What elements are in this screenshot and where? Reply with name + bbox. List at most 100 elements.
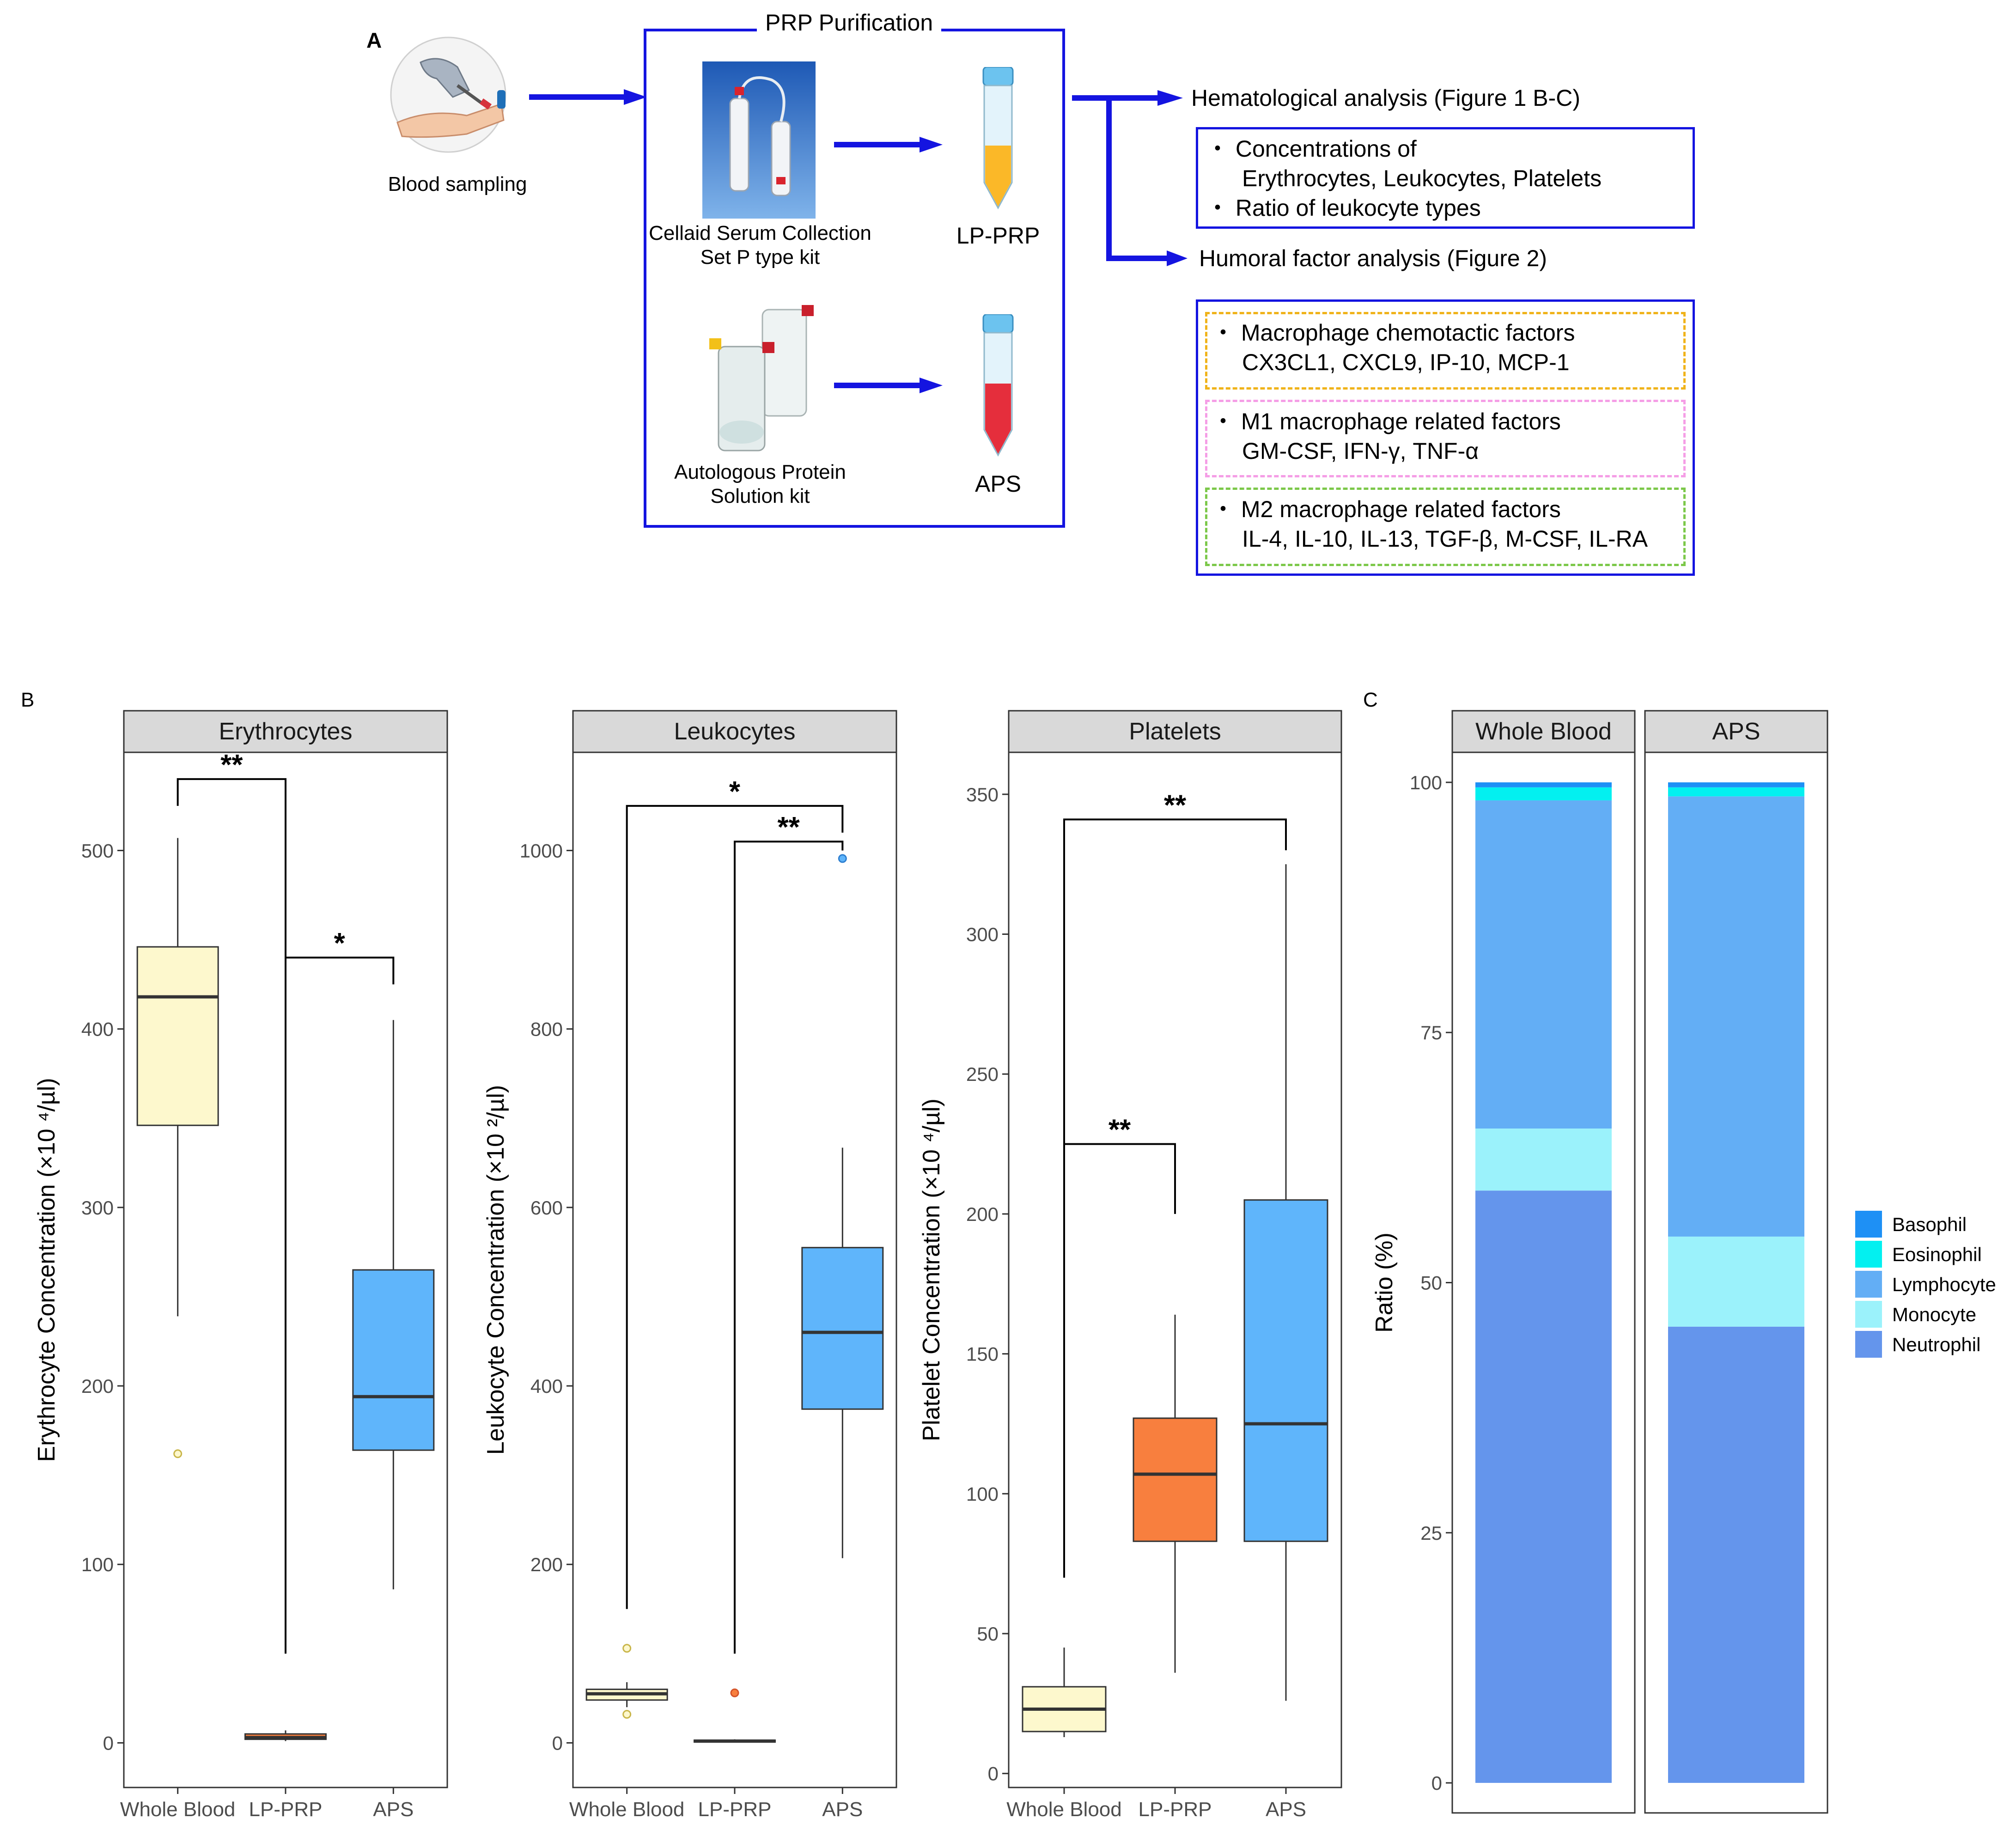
y-tick-label: 0 xyxy=(552,1732,563,1754)
significance-label: ** xyxy=(1108,1114,1131,1146)
y-tick-label: 50 xyxy=(1420,1272,1442,1294)
group-m1-box xyxy=(1205,400,1686,477)
bar-segment-eosinophil xyxy=(1475,787,1612,800)
facet-strip-label: Platelets xyxy=(1129,718,1221,745)
y-tick-label: 25 xyxy=(1420,1522,1442,1544)
significance-label: ** xyxy=(778,811,800,843)
legend-swatch xyxy=(1855,1301,1882,1328)
bar-segment-lymphocyte xyxy=(1668,796,1804,1237)
bar-segment-lymphocyte xyxy=(1475,800,1612,1129)
humoral-box xyxy=(1196,299,1695,576)
y-tick-label: 800 xyxy=(530,1019,563,1040)
x-tick-label: LP-PRP xyxy=(698,1798,772,1821)
facet-strip-label: Leukocytes xyxy=(674,718,795,745)
bar-segment-neutrophil xyxy=(1668,1326,1804,1783)
x-tick-label: APS xyxy=(822,1798,863,1821)
x-tick-label: LP-PRP xyxy=(1139,1798,1212,1821)
facet-strip xyxy=(1451,710,1636,753)
hematological-box xyxy=(1196,127,1695,229)
boxplot-erythrocytes: Erythrocytes0100200300400500Erythrocyte … xyxy=(33,710,448,1821)
group3-title: ・ M2 macrophage related factors xyxy=(1212,496,1561,522)
facet-strip-label: APS xyxy=(1712,718,1760,745)
aps-kit-image xyxy=(702,300,827,458)
facet-strip xyxy=(572,710,897,753)
legend-swatch xyxy=(1855,1211,1882,1238)
outlier-point xyxy=(838,854,847,863)
legend-swatch xyxy=(1855,1241,1882,1268)
plot-panel-border xyxy=(1451,751,1636,1814)
y-axis-label: Platelet Concentration (×10 ⁴/µl) xyxy=(918,1098,945,1441)
legend-label: Basophil xyxy=(1892,1214,1967,1235)
facet-strip xyxy=(1008,710,1342,753)
y-tick-label: 200 xyxy=(966,1203,999,1225)
y-tick-label: 75 xyxy=(1420,1022,1442,1043)
kit2-label-line1: Autologous Protein xyxy=(674,461,846,483)
group3-items: IL-4, IL-10, IL-13, TGF-β, M-CSF, IL-RA xyxy=(1242,526,1648,552)
panel-b-letter: B xyxy=(21,689,35,711)
box-lp-prp xyxy=(1133,1417,1218,1542)
hemato-item-3: ・ Ratio of leukocyte types xyxy=(1206,195,1481,221)
arrow-kit1-to-lpprp xyxy=(834,137,943,152)
significance-label: ** xyxy=(1164,789,1187,821)
y-tick-label: 0 xyxy=(988,1763,999,1785)
y-axis-label: Erythrocyte Concentration (×10 ⁴/µl) xyxy=(33,1078,60,1462)
prp-purification-title: PRP Purification xyxy=(757,9,942,36)
y-tick-label: 300 xyxy=(966,924,999,946)
arrow-to-purification xyxy=(529,89,647,105)
box-aps xyxy=(801,1247,884,1410)
y-tick-label: 300 xyxy=(81,1197,114,1219)
y-axis-label: Leukocyte Concentration (×10 ²/µl) xyxy=(482,1085,509,1455)
legend-swatch xyxy=(1855,1271,1882,1298)
group2-items: GM-CSF, IFN-γ, TNF-α xyxy=(1242,438,1479,464)
bar-segment-basophil xyxy=(1668,782,1804,787)
group1-items: CX3CL1, CXCL9, IP-10, MCP-1 xyxy=(1242,349,1570,375)
y-tick-label: 100 xyxy=(81,1554,114,1575)
facet-strip-label: Erythrocytes xyxy=(219,718,353,745)
cellaid-kit-image xyxy=(702,61,816,219)
bar-segment-monocyte xyxy=(1668,1236,1804,1327)
y-tick-label: 200 xyxy=(81,1375,114,1397)
y-axis-label: Ratio (%) xyxy=(1371,1232,1398,1333)
box-aps xyxy=(352,1269,435,1451)
legend-label: Eosinophil xyxy=(1892,1244,1982,1265)
legend-label: Lymphocyte xyxy=(1892,1274,1996,1295)
kit2-label-line2: Solution kit xyxy=(710,485,810,507)
y-tick-label: 150 xyxy=(966,1343,999,1365)
humoral-analysis-title: Humoral factor analysis (Figure 2) xyxy=(1199,245,1547,271)
aps-label: APS xyxy=(975,471,1022,497)
significance-label: * xyxy=(729,776,741,808)
hematological-analysis-title: Hematological analysis (Figure 1 B-C) xyxy=(1191,85,1580,111)
y-tick-label: 200 xyxy=(530,1554,563,1575)
significance-bracket xyxy=(177,778,286,1654)
plot-panel-border xyxy=(1644,751,1828,1814)
significance-bracket xyxy=(1063,1143,1176,1578)
box-whole-blood xyxy=(136,946,219,1126)
significance-label: ** xyxy=(220,749,243,781)
y-tick-label: 500 xyxy=(81,840,114,861)
kit1-label-line1: Cellaid Serum Collection xyxy=(649,222,871,244)
y-tick-label: 50 xyxy=(977,1623,999,1645)
outlier-point xyxy=(622,1710,632,1719)
facet-strip-label: Whole Blood xyxy=(1475,718,1612,745)
significance-label: * xyxy=(334,927,346,959)
panel-c-letter: C xyxy=(1363,689,1378,711)
significance-bracket xyxy=(286,957,395,985)
legend-label: Neutrophil xyxy=(1892,1334,1980,1355)
x-tick-label: LP-PRP xyxy=(249,1798,323,1821)
y-tick-label: 350 xyxy=(966,784,999,805)
y-tick-label: 600 xyxy=(530,1197,563,1219)
group1-title: ・ Macrophage chemotactic factors xyxy=(1212,320,1575,346)
legend-swatch xyxy=(1855,1331,1882,1358)
aps-tube-icon xyxy=(980,313,1017,458)
group2-title: ・ M1 macrophage related factors xyxy=(1212,409,1561,434)
hemato-item-2: Erythrocytes, Leukocytes, Platelets xyxy=(1242,165,1602,191)
y-tick-label: 100 xyxy=(966,1483,999,1505)
x-tick-label: APS xyxy=(1266,1798,1306,1821)
outlier-point xyxy=(622,1644,632,1653)
y-tick-label: 1000 xyxy=(520,840,563,861)
y-tick-label: 0 xyxy=(103,1732,114,1754)
blood-sampling-label: Blood sampling xyxy=(388,173,527,195)
